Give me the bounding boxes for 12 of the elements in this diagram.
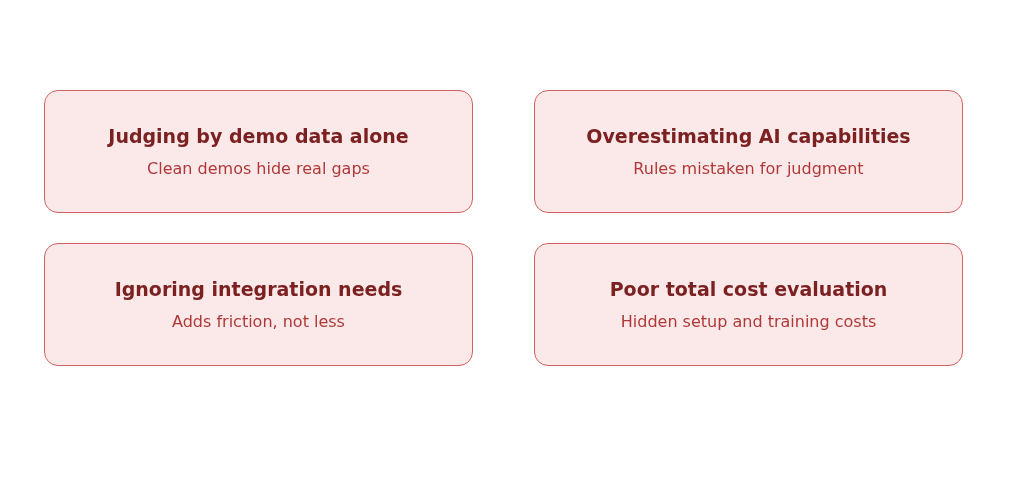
- card: [44, 243, 473, 366]
- card-title: Overestimating AI capabilities: [586, 125, 911, 147]
- card-description: Rules mistaken for judgment: [633, 159, 864, 178]
- card: [534, 243, 963, 366]
- card-title: Poor total cost evaluation: [609, 278, 888, 300]
- card-title: Judging by demo data alone: [108, 125, 409, 147]
- card-description: Adds friction, not less: [172, 312, 345, 331]
- card: [44, 90, 473, 213]
- card-description: Clean demos hide real gaps: [147, 159, 370, 178]
- card: [534, 90, 963, 213]
- card-description: Hidden setup and training costs: [620, 312, 877, 331]
- card-title: Ignoring integration needs: [114, 278, 403, 300]
